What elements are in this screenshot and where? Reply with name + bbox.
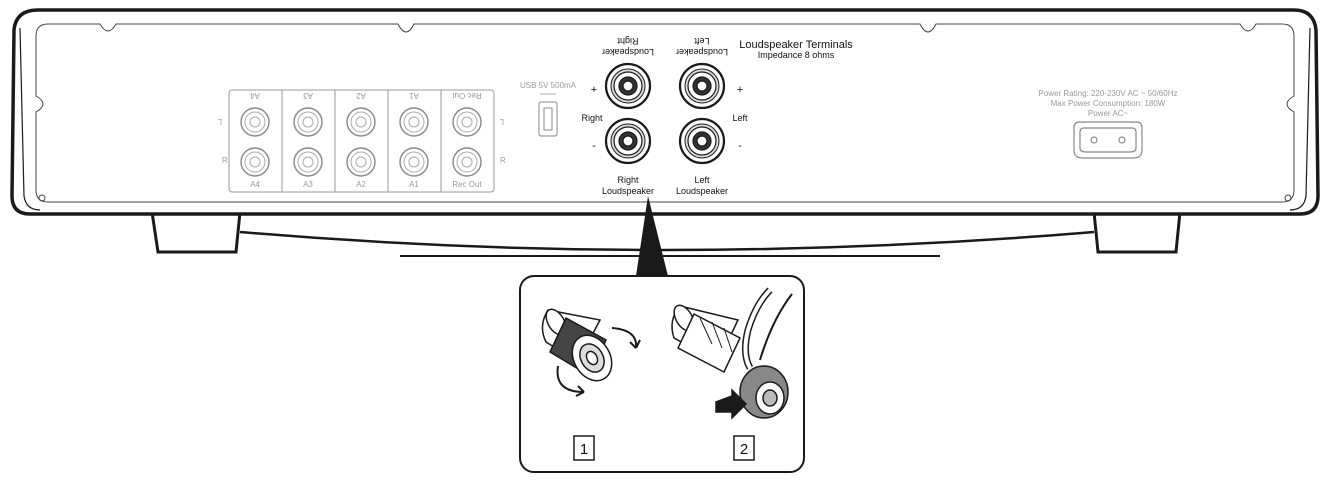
top-right-speaker-line1: Right (617, 36, 639, 46)
left-channel-letter-right: L (499, 117, 504, 126)
rca-jack (452, 147, 482, 177)
terminals-impedance: Impedance 8 ohms (758, 50, 835, 60)
top-right-speaker-line2: Loudspeaker (602, 47, 654, 57)
right-channel-letter-right: R (500, 156, 506, 165)
bottom-right-speaker-line1: Right (617, 175, 639, 185)
binding-posts (604, 62, 726, 165)
rca-top-label: A3 (303, 91, 313, 100)
step2-illustration (671, 287, 793, 420)
rca-input-block (228, 89, 495, 193)
rca-jack (346, 107, 376, 137)
step1-illustration (541, 308, 641, 397)
rca-jack (346, 147, 376, 177)
right-channel-letter: R (222, 156, 228, 165)
left-channel-letter: L (217, 117, 222, 126)
power-inlet (1073, 121, 1143, 159)
rca-jack (240, 147, 270, 177)
right-minus-sign: - (592, 140, 596, 152)
rca-jack (399, 107, 429, 137)
chassis-bottom-curve (239, 230, 1095, 252)
side-left-label: Left (732, 113, 748, 123)
right-positive-post (604, 62, 652, 110)
rca-top-label: A4 (250, 91, 260, 100)
rca-jack (399, 147, 429, 177)
left-foot (150, 210, 242, 254)
rca-bottom-label: Rec Out (452, 180, 482, 189)
rca-jack (293, 107, 323, 137)
power-consumption: Max Power Consumption: 180W (1051, 99, 1166, 108)
rca-bottom-label: A4 (250, 180, 260, 189)
terminals-title: Loudspeaker Terminals (739, 39, 853, 51)
left-rail (19, 27, 41, 211)
step1-number: 1 (580, 441, 588, 458)
right-negative-post (604, 117, 652, 165)
side-right-label: Right (581, 113, 603, 123)
top-left-speaker-line1: Left (694, 36, 710, 46)
rca-jack (452, 107, 482, 137)
bottom-left-speaker-line1: Left (694, 175, 710, 185)
step1-box (573, 435, 595, 461)
rca-top-label: Rec Out (452, 91, 482, 100)
rca-jack (240, 107, 270, 137)
step2-box (733, 435, 755, 461)
rca-bottom-label: A3 (303, 180, 313, 189)
callout-pointer (636, 196, 668, 276)
rca-block-frame (228, 89, 495, 193)
right-rail (1289, 27, 1311, 211)
usb-port (538, 101, 558, 137)
rca-jacks (240, 107, 482, 177)
top-left-speaker-line2: Loudspeaker (676, 47, 728, 57)
rca-top-label: A1 (409, 91, 419, 100)
power-connector-label: Power AC~ (1088, 109, 1129, 118)
right-foot (1092, 210, 1182, 254)
usb-label: USB 5V 500mA (520, 81, 577, 90)
rca-bottom-label: A1 (409, 180, 419, 189)
rca-jack (293, 147, 323, 177)
left-plus-sign: + (737, 84, 743, 96)
left-positive-post (678, 62, 726, 110)
rca-bottom-label: A2 (356, 180, 366, 189)
bottom-left-speaker-line2: Loudspeaker (676, 186, 728, 196)
left-screw (38, 194, 46, 202)
power-rating: Power Rating: 220-230V AC ~ 50/60Hz (1039, 89, 1178, 98)
rca-top-label: A2 (356, 91, 366, 100)
step2-number: 2 (740, 441, 748, 458)
right-plus-sign: + (591, 84, 597, 96)
left-minus-sign: - (738, 140, 742, 152)
left-negative-post (678, 117, 726, 165)
bottom-right-speaker-line2: Loudspeaker (602, 186, 654, 196)
right-screw (1284, 194, 1292, 202)
chassis-inner-panel (35, 23, 1295, 203)
